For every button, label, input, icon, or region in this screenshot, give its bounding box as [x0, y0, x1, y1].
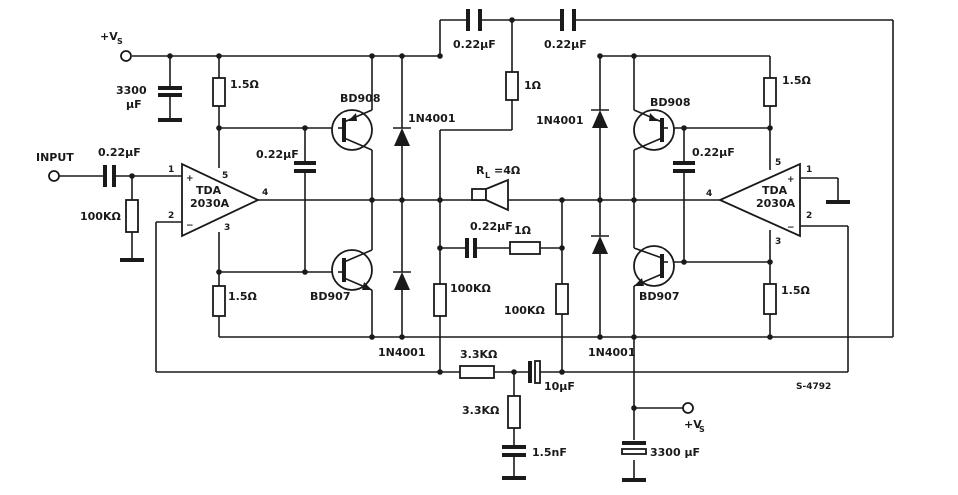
svg-text:1N4001: 1N4001	[378, 346, 425, 359]
svg-text:100KΩ: 100KΩ	[504, 304, 545, 317]
svg-text:−: −	[186, 221, 194, 231]
svg-text:0.22µF: 0.22µF	[256, 148, 299, 161]
capacitor-top-left: 0.22µF	[453, 9, 496, 51]
svg-text:4: 4	[706, 189, 712, 199]
svg-text:BD907: BD907	[639, 290, 679, 303]
svg-text:2030A: 2030A	[190, 197, 230, 210]
supply-terminal-bottom: +V S	[682, 402, 705, 434]
resistor-input: 100KΩ	[80, 199, 139, 233]
svg-text:BD908: BD908	[340, 92, 380, 105]
svg-text:+V: +V	[684, 418, 702, 431]
svg-text:100KΩ: 100KΩ	[450, 282, 491, 295]
svg-text:1.5Ω: 1.5Ω	[230, 78, 259, 91]
svg-text:+V: +V	[100, 30, 118, 43]
ic-left-tda2030a: + − TDA 2030A 1 2 3 4 5	[168, 162, 268, 238]
capacitor-1-5nf: 1.5nF	[502, 445, 567, 459]
svg-text:1: 1	[168, 165, 174, 175]
svg-text:0.22µF: 0.22µF	[692, 146, 735, 159]
load-label: R L =4Ω	[476, 164, 521, 180]
svg-text:4: 4	[262, 188, 268, 198]
resistor-100k-right: 100KΩ	[504, 283, 569, 317]
svg-text:3: 3	[775, 237, 781, 247]
svg-text:1Ω: 1Ω	[524, 79, 542, 92]
transistor-right-bd908: BD908	[633, 96, 690, 151]
svg-text:TDA: TDA	[196, 184, 222, 197]
capacitor-zobel: 0.22µF	[465, 220, 513, 258]
ic-right-tda2030a: + − TDA 2030A 1 2 3 4 5	[706, 158, 812, 247]
svg-text:TDA: TDA	[762, 184, 788, 197]
svg-text:0.22µF: 0.22µF	[98, 146, 141, 159]
svg-text:+: +	[186, 174, 194, 184]
svg-text:0.22µF: 0.22µF	[470, 220, 513, 233]
diode-right-top: 1N4001	[536, 109, 609, 128]
resistor-100k-left: 100KΩ	[433, 282, 491, 317]
svg-text:1.5Ω: 1.5Ω	[228, 290, 257, 303]
svg-text:BD908: BD908	[650, 96, 690, 109]
resistor-1ohm-top: 1Ω	[505, 71, 542, 101]
svg-text:2: 2	[806, 211, 812, 221]
svg-text:1.5Ω: 1.5Ω	[781, 284, 810, 297]
transistor-left-bd908: BD908	[331, 92, 380, 151]
wires	[58, 19, 894, 478]
resistor-left-bottom: 1.5Ω	[212, 285, 257, 317]
resistor-left-top: 1.5Ω	[212, 77, 259, 107]
svg-text:1N4001: 1N4001	[588, 346, 635, 359]
svg-text:S: S	[699, 425, 705, 434]
svg-text:10µF: 10µF	[544, 380, 575, 393]
svg-text:2030A: 2030A	[756, 197, 796, 210]
svg-text:1.5nF: 1.5nF	[532, 446, 567, 459]
svg-text:BD907: BD907	[310, 290, 350, 303]
svg-text:0.22µF: 0.22µF	[453, 38, 496, 51]
capacitor-right-mid: 0.22µF	[673, 146, 735, 173]
junctions	[129, 17, 773, 411]
capacitor-top-right: 0.22µF	[544, 9, 587, 51]
resistor-3k3-horizontal: 3.3KΩ	[459, 348, 498, 379]
ground-symbols	[120, 118, 850, 482]
svg-text:+: +	[787, 175, 795, 185]
svg-text:3.3KΩ: 3.3KΩ	[460, 348, 498, 361]
capacitor-left-mid: 0.22µF	[256, 148, 316, 173]
svg-text:−: −	[787, 223, 795, 233]
resistor-right-top: 1.5Ω	[763, 74, 811, 107]
capacitor-input: 0.22µF	[98, 146, 141, 187]
capacitor-supply-top: 3300 µF	[116, 84, 182, 111]
svg-text:1N4001: 1N4001	[536, 114, 583, 127]
svg-text:2: 2	[168, 211, 174, 221]
diode-right-bottom: 1N4001	[588, 235, 635, 359]
svg-text:5: 5	[775, 158, 781, 168]
svg-text:S: S	[117, 37, 123, 46]
svg-text:INPUT: INPUT	[36, 151, 74, 164]
svg-text:5: 5	[222, 171, 228, 181]
svg-text:3300 µF: 3300 µF	[650, 446, 700, 459]
svg-text:3.3KΩ: 3.3KΩ	[462, 404, 500, 417]
svg-text:3: 3	[224, 223, 230, 233]
svg-text:100KΩ: 100KΩ	[80, 210, 121, 223]
resistor-right-bottom: 1.5Ω	[763, 283, 810, 315]
svg-text:µF: µF	[126, 98, 142, 111]
svg-text:=4Ω: =4Ω	[494, 164, 521, 177]
capacitor-10uf: 10µF	[528, 360, 575, 393]
svg-text:0.22µF: 0.22µF	[544, 38, 587, 51]
svg-text:1: 1	[806, 165, 812, 175]
resistor-3k3-vertical: 3.3KΩ	[462, 395, 521, 429]
svg-text:L: L	[485, 171, 490, 180]
loudspeaker-icon	[471, 178, 509, 212]
diode-left-top: 1N4001	[393, 112, 455, 146]
transistor-right-bd907: BD907	[633, 245, 679, 303]
svg-text:1N4001: 1N4001	[408, 112, 455, 125]
svg-text:3300: 3300	[116, 84, 147, 97]
supply-terminal-top: +V S	[100, 30, 132, 62]
input-terminal: INPUT	[36, 151, 74, 182]
transistor-left-bd907: BD907	[310, 249, 373, 303]
figure-code: S-4792	[796, 382, 831, 392]
svg-text:1Ω: 1Ω	[514, 224, 532, 237]
capacitor-supply-bottom: 3300 µF	[621, 441, 700, 459]
svg-text:1.5Ω: 1.5Ω	[782, 74, 811, 87]
svg-text:R: R	[476, 164, 485, 177]
diode-left-bottom: 1N4001	[378, 271, 425, 359]
resistor-1ohm-zobel: 1Ω	[509, 224, 541, 255]
